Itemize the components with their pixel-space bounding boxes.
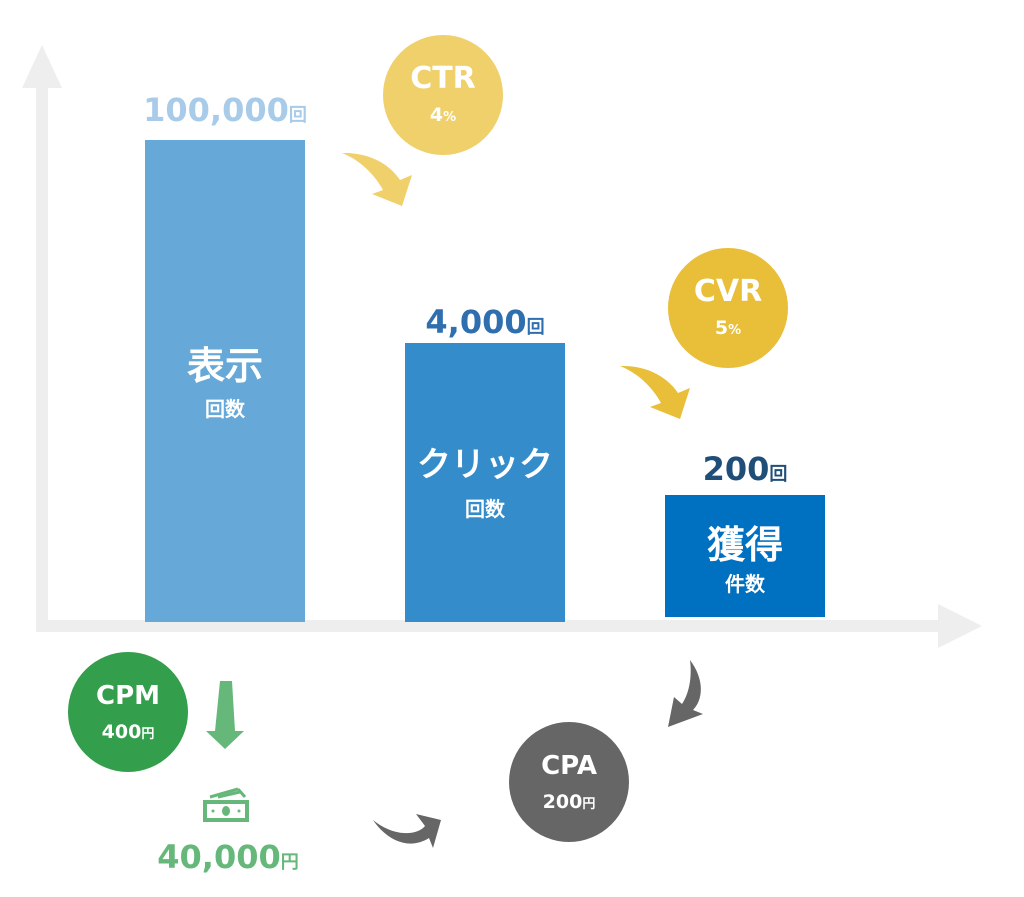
- curved-arrow-icon: [373, 814, 441, 848]
- unit-text: 回: [288, 105, 307, 126]
- bar-subtitle: 件数: [725, 572, 765, 596]
- bar-subtitle: 回数: [465, 497, 505, 521]
- bar-title: 獲得: [706, 523, 783, 567]
- bar-clicks: クリック 回数: [405, 343, 565, 622]
- ctr-circle: CTR 4%: [383, 35, 503, 155]
- value-text: 200: [702, 450, 770, 488]
- cpa-value: 200円: [509, 792, 629, 815]
- x-axis-arrowhead: [938, 604, 982, 648]
- curved-arrow-icon: [620, 365, 690, 419]
- unit-text: 円: [582, 797, 596, 812]
- clicks-value: 4,000回: [385, 305, 585, 345]
- y-axis-arrowhead: [22, 45, 62, 88]
- conversions-value: 200回: [645, 452, 845, 492]
- cpm-circle: CPM 400円: [68, 652, 188, 772]
- cvr-label: CVR: [693, 274, 763, 309]
- value-text: 200: [542, 791, 583, 813]
- value-text: 40,000: [157, 838, 281, 876]
- value-text: 100,000: [143, 91, 289, 129]
- unit-text: %: [728, 323, 742, 338]
- curved-arrow-icon: [668, 660, 703, 727]
- ctr-label: CTR: [410, 61, 476, 96]
- bar-title: クリック: [417, 445, 553, 485]
- cpm-label: CPM: [95, 681, 160, 711]
- unit-text: 円: [280, 852, 299, 873]
- y-axis: [36, 80, 48, 632]
- curved-arrow-icon: [342, 152, 412, 206]
- money-icon: [203, 787, 249, 822]
- cost-value: 40,000円: [128, 840, 328, 880]
- value-text: 400: [101, 721, 142, 743]
- unit-text: %: [443, 110, 457, 125]
- bar-subtitle: 回数: [205, 397, 245, 421]
- bar-impressions: 表示 回数: [145, 140, 305, 622]
- unit-text: 円: [141, 727, 155, 742]
- cpa-circle: CPA 200円: [509, 722, 629, 842]
- cpa-label: CPA: [541, 751, 597, 781]
- value-text: 4,000: [425, 303, 527, 341]
- bar-title: 表示: [186, 344, 263, 388]
- ctr-value: 4%: [383, 105, 503, 128]
- value-text: 5: [714, 317, 729, 339]
- unit-text: 回: [769, 464, 788, 485]
- unit-text: 回: [526, 317, 545, 338]
- value-text: 4: [429, 104, 444, 126]
- bar-conversions: 獲得 件数: [665, 495, 825, 617]
- cpm-value: 400円: [68, 722, 188, 745]
- cvr-circle: CVR 5%: [668, 248, 788, 368]
- impressions-value: 100,000回: [125, 93, 325, 133]
- arrow-down-icon: [206, 681, 244, 749]
- x-axis: [36, 620, 946, 632]
- cvr-value: 5%: [668, 318, 788, 341]
